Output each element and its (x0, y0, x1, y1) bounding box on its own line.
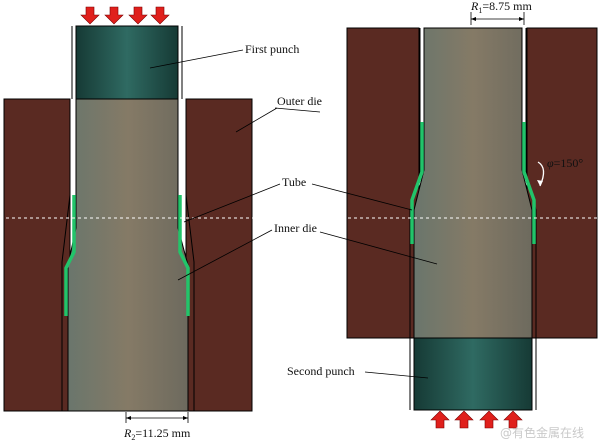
r1-dimension (470, 12, 525, 25)
first-punch (75, 25, 179, 100)
r1-label: R1=8.75 mm (470, 0, 532, 15)
leader-lines (149, 49, 438, 379)
left-inner-die (67, 98, 189, 412)
label-tube: Tube (282, 175, 306, 189)
right-outer-die-right-block (526, 27, 598, 339)
label-inner-die: Inner die (274, 221, 317, 235)
r2-dimension (125, 412, 189, 423)
label-first-punch: First punch (245, 42, 299, 56)
left-tube-left-wall (64, 195, 76, 316)
down-arrow-icon (80, 6, 170, 25)
r2-label: R2=11.25 mm (123, 426, 191, 441)
second-punch (413, 337, 533, 411)
right-tube-right-wall (522, 122, 536, 244)
left-tube-right-wall (178, 195, 190, 316)
right-assembly (346, 12, 598, 429)
left-outer-die-right-block (185, 98, 253, 412)
label-outer-die: Outer die (277, 94, 322, 108)
up-arrow-icon (430, 410, 523, 429)
right-tube-left-wall (410, 122, 424, 244)
angle-label: φ=150° (547, 156, 583, 170)
right-inner-die (413, 27, 533, 339)
left-outer-die-left-block (3, 98, 71, 412)
left-assembly (3, 6, 253, 423)
right-outer-die-left-block (346, 27, 420, 339)
watermark: @有色金属在线 (500, 425, 584, 440)
label-second-punch: Second punch (287, 364, 355, 378)
